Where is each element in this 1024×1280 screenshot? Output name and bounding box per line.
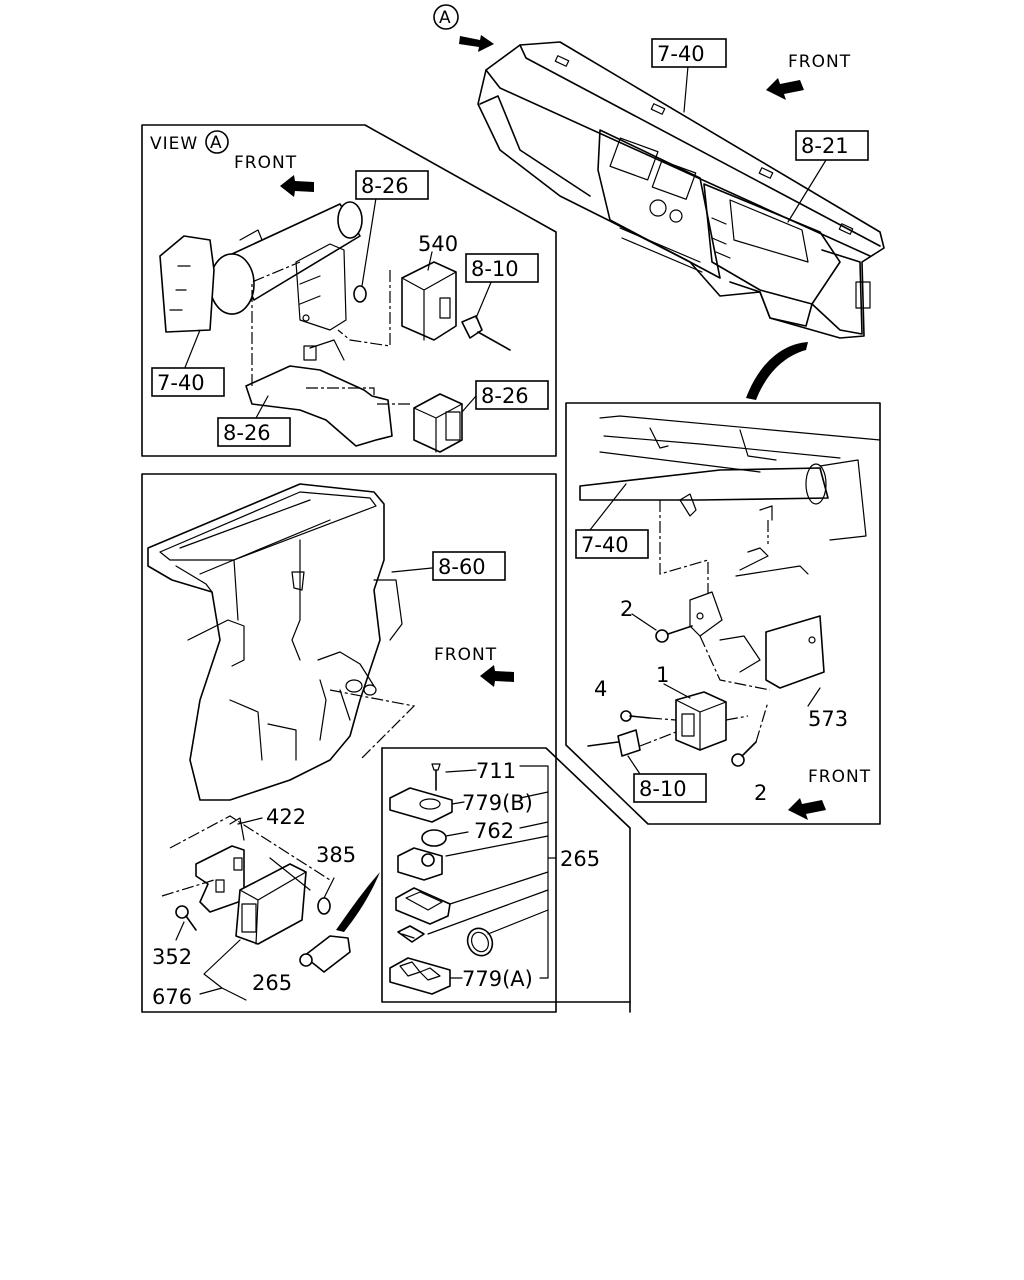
nut	[353, 285, 367, 303]
part-676: 676	[152, 985, 192, 1009]
dashboard-outline	[477, 41, 885, 339]
view-a-panel: VIEW A FRONT	[141, 124, 557, 457]
part-540: 540	[418, 232, 458, 256]
ref-box-8-10-view	[465, 253, 539, 283]
ref-box-8-26-view-top	[355, 170, 429, 200]
front-label-heater: FRONT	[434, 645, 497, 665]
part-573: 573	[808, 707, 848, 731]
part-265-right: 265	[560, 847, 600, 871]
ref-8-10-right: 8-10	[639, 777, 687, 801]
view-a-callout-letter: A	[210, 133, 223, 153]
callout-a-letter: A	[439, 8, 452, 28]
ref-7-40-right: 7-40	[581, 533, 629, 557]
dashboard-assembly: A 7-40 8-21	[433, 4, 885, 400]
front-arrow-right-icon	[788, 798, 826, 820]
part-2-bottom: 2	[754, 781, 767, 805]
part-352: 352	[152, 945, 192, 969]
ref-8-60: 8-60	[438, 555, 486, 579]
part-4: 4	[594, 677, 607, 701]
ref-box-7-40-right	[575, 529, 649, 559]
callout-a-circle	[433, 4, 459, 30]
view-a-title: VIEW	[150, 134, 198, 154]
ref-box-8-26-view-bottom	[217, 417, 291, 447]
front-label-right: FRONT	[808, 767, 871, 787]
ref-7-40-view: 7-40	[157, 371, 205, 395]
front-arrow-view-a-icon	[280, 175, 314, 197]
right-detail-panel: 7-40 2 1 4 573 8-10 2 FRONT	[565, 402, 881, 825]
ref-box-8-10-right	[633, 773, 707, 803]
front-arrow-top-icon	[766, 78, 804, 100]
view-a-arrow-icon	[459, 35, 494, 52]
ref-8-10-view: 8-10	[471, 257, 519, 281]
view-a-callout-circle	[205, 130, 229, 154]
ref-8-26-view-mid: 8-26	[481, 384, 529, 408]
part-711: 711	[476, 759, 516, 783]
part-2-top: 2	[620, 597, 633, 621]
part-385: 385	[316, 843, 356, 867]
front-label-view-a: FRONT	[234, 153, 297, 173]
part-779a: 779(A)	[462, 967, 533, 991]
ref-box-7-40-top	[651, 38, 727, 68]
ref-box-8-60	[432, 551, 506, 581]
ref-7-40-top: 7-40	[657, 42, 705, 66]
ref-box-7-40-view	[151, 367, 225, 397]
ref-8-26-view-top: 8-26	[361, 174, 409, 198]
part-779b: 779(B)	[462, 791, 533, 815]
part-422: 422	[266, 805, 306, 829]
part-265-lower: 265	[252, 971, 292, 995]
heater-panel: 8-60 FRONT 422 385 352 676 265	[141, 473, 631, 1013]
ref-8-26-view-bottom: 8-26	[223, 421, 271, 445]
ref-8-21-top: 8-21	[801, 134, 849, 158]
front-label-top: FRONT	[788, 52, 851, 72]
front-arrow-heater-icon	[480, 665, 514, 687]
ref-box-8-26-view-mid	[475, 380, 549, 410]
ref-box-8-21-top	[795, 130, 869, 161]
detail-curve-arrow-icon	[746, 342, 808, 400]
part-762: 762	[474, 819, 514, 843]
part-1: 1	[656, 663, 669, 687]
